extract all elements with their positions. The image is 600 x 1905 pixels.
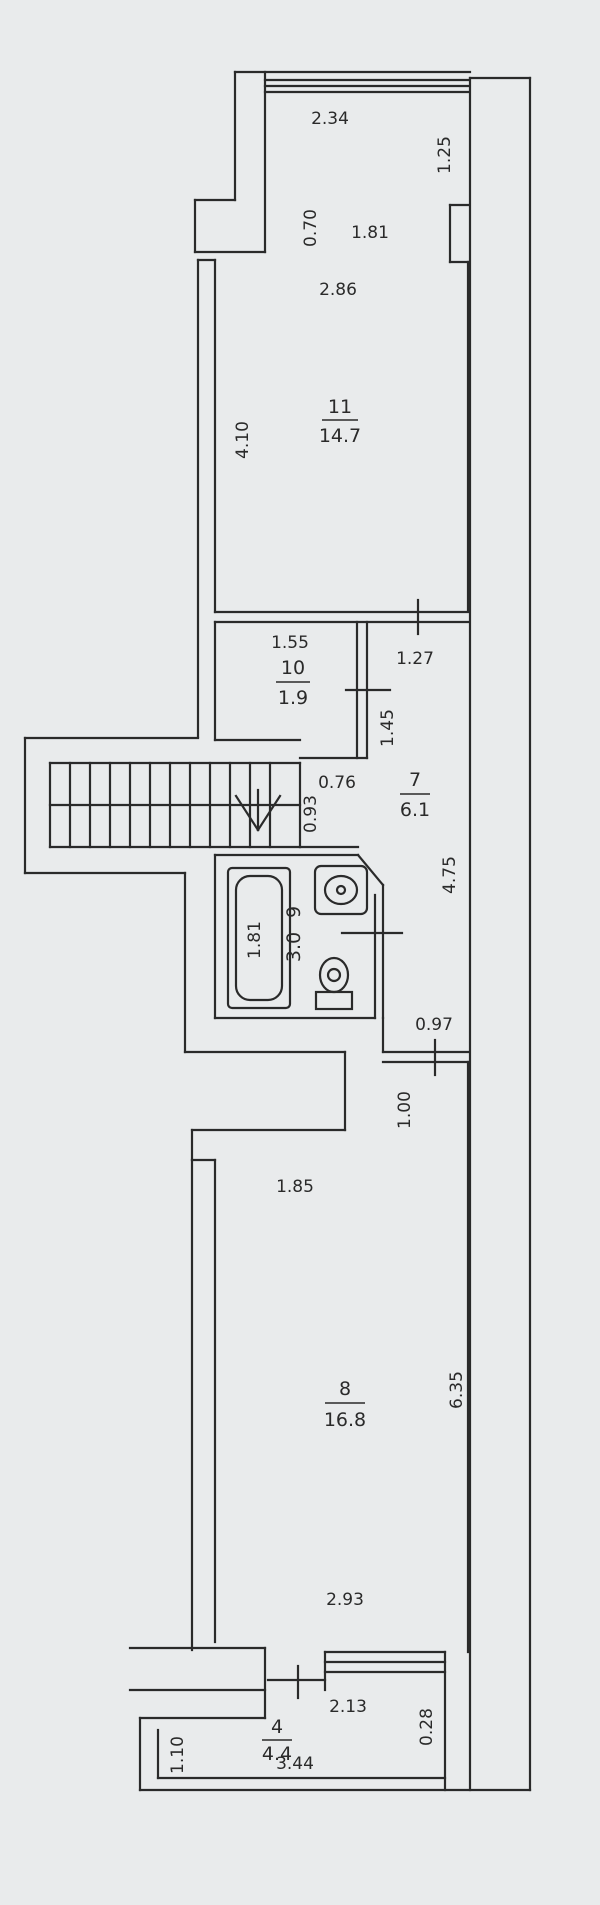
svg-text:4: 4 (271, 1716, 283, 1738)
svg-text:9: 9 (283, 906, 305, 918)
dim-1-27: 1.27 (396, 649, 434, 669)
stair-block (23, 736, 360, 1162)
dim-6-35: 6.35 (447, 1371, 467, 1409)
dim-1-81-bath: 1.81 (245, 921, 265, 959)
wall-room-8 (190, 1060, 470, 1654)
dim-1-10: 1.10 (168, 1736, 188, 1774)
sink-icon (313, 864, 369, 916)
toilet-icon (314, 956, 354, 1011)
balcony-top (233, 70, 472, 254)
dim-0-28: 0.28 (417, 1708, 437, 1746)
room-label-4: 4 4.4 (262, 1716, 292, 1765)
bathtub-icon (226, 866, 292, 1010)
dim-2-93: 2.93 (326, 1590, 364, 1610)
balcony-bottom (128, 1646, 532, 1792)
dim-2-86: 2.86 (319, 280, 357, 300)
dim-2-34: 2.34 (311, 109, 349, 129)
dim-0-76: 0.76 (318, 773, 356, 793)
dim-1-55: 1.55 (271, 633, 309, 653)
svg-text:14.7: 14.7 (319, 425, 361, 447)
svg-text:1.9: 1.9 (278, 687, 308, 709)
svg-text:8: 8 (339, 1378, 351, 1400)
dim-1-85: 1.85 (276, 1177, 314, 1197)
room-label-8: 8 16.8 (324, 1378, 366, 1431)
svg-text:11: 11 (328, 396, 352, 418)
dim-1-81-top: 1.81 (351, 223, 389, 243)
dim-2-13: 2.13 (329, 1697, 367, 1717)
svg-text:6.1: 6.1 (400, 799, 430, 821)
wall-partition-7-8 (381, 1016, 470, 1064)
svg-text:7: 7 (409, 769, 421, 791)
dim-1-25: 1.25 (435, 136, 455, 174)
door-marker-icon (296, 598, 437, 1700)
dim-0-70: 0.70 (301, 209, 321, 247)
room-label-9: 9 3.0 (283, 906, 305, 962)
outer-wall-right (468, 76, 532, 1792)
stair-arrow-icon (234, 788, 282, 832)
room-label-10: 10 1.9 (276, 657, 310, 709)
svg-text:10: 10 (281, 657, 305, 679)
svg-text:3.0: 3.0 (283, 932, 305, 962)
dim-0-97: 0.97 (415, 1015, 453, 1035)
wall-room-9 (213, 853, 385, 1020)
dim-4-75: 4.75 (440, 856, 460, 894)
svg-text:16.8: 16.8 (324, 1409, 366, 1431)
dim-4-10: 4.10 (233, 421, 253, 459)
room-label-11: 11 14.7 (319, 396, 361, 447)
dim-0-93: 0.93 (301, 795, 321, 833)
svg-text:4.4: 4.4 (262, 1743, 292, 1765)
room-label-7: 7 6.1 (400, 769, 430, 821)
wall-room-11 (193, 198, 470, 739)
dim-3-44: 3.44 (276, 1754, 314, 1774)
dim-1-45: 1.45 (378, 709, 398, 747)
dim-1-00: 1.00 (395, 1091, 415, 1129)
